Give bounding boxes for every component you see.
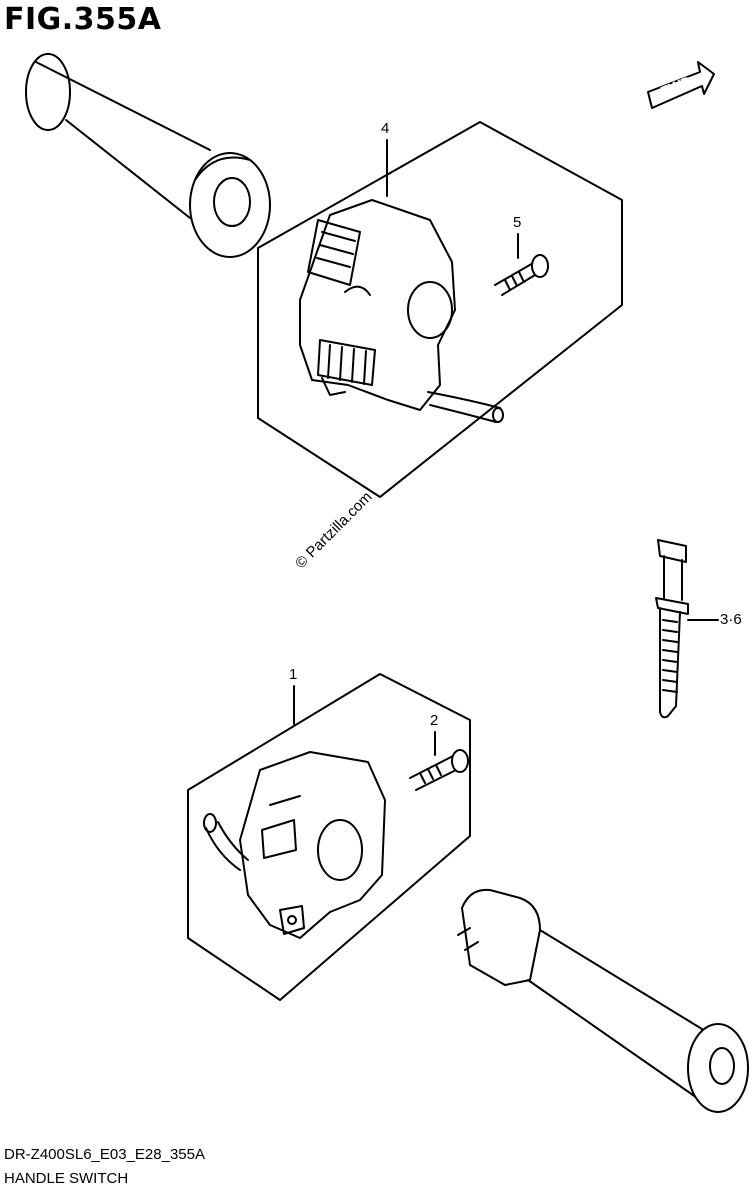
right-throttle-grip bbox=[457, 888, 749, 1113]
right-handle-switch bbox=[299, 199, 504, 423]
callout-4: 4 bbox=[381, 120, 390, 137]
diagram-caption: HANDLE SWITCH bbox=[4, 1170, 129, 1187]
screw-2 bbox=[409, 749, 469, 791]
screw-5 bbox=[494, 254, 549, 296]
cable-tie bbox=[655, 539, 689, 719]
fwd-arrow bbox=[647, 61, 715, 109]
switch-box-upper bbox=[257, 121, 623, 498]
callout-5: 5 bbox=[513, 214, 522, 231]
left-handle-switch bbox=[203, 751, 386, 939]
callout-3-6: 3·6 bbox=[720, 611, 742, 628]
diagram-code: DR-Z400SL6_E03_E28_355A bbox=[4, 1146, 205, 1163]
callout-2: 2 bbox=[430, 712, 439, 729]
figure-title: FIG.355A bbox=[4, 2, 162, 37]
callout-1: 1 bbox=[289, 666, 298, 683]
left-grip bbox=[25, 53, 271, 258]
switch-box-lower bbox=[187, 673, 471, 1001]
